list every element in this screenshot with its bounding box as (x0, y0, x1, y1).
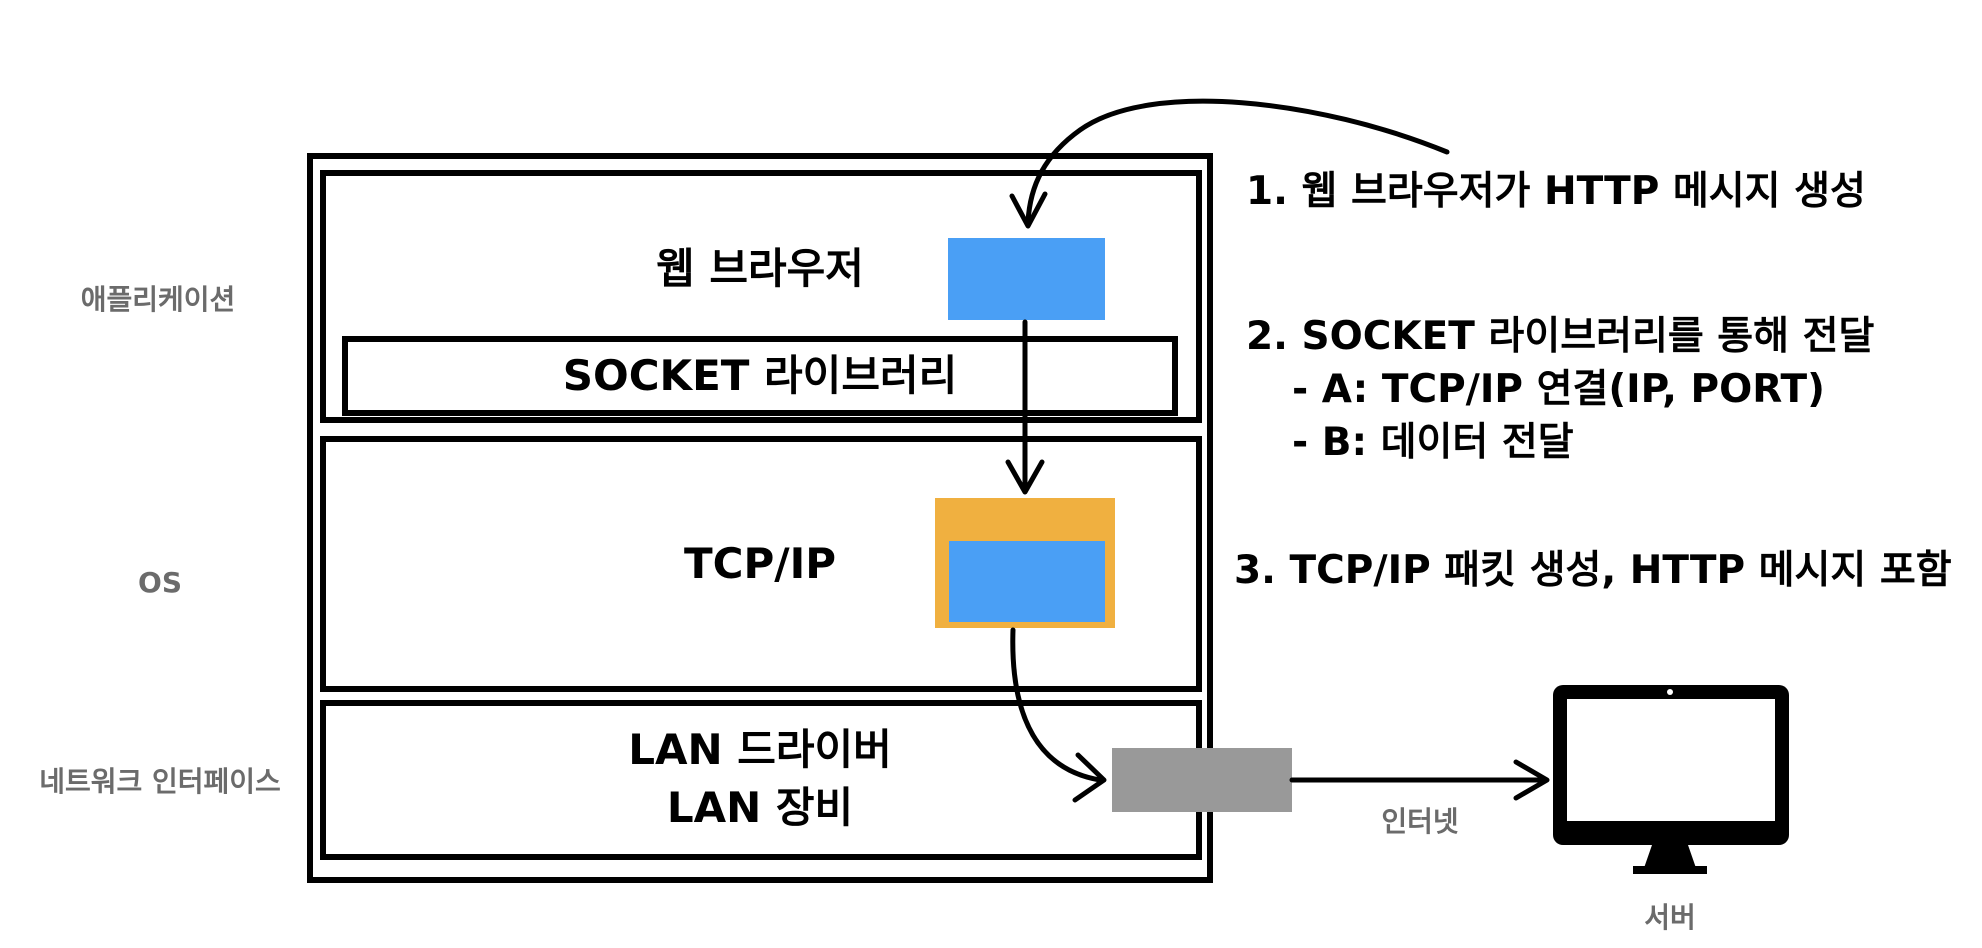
server-monitor-icon (1553, 685, 1789, 874)
arrow-to-server-head (1513, 759, 1550, 801)
host-stack-frame (307, 153, 1213, 883)
step-2b-text: - B: 데이터 전달 (1292, 420, 1574, 465)
step-1-text: 1. 웹 브라우저가 HTTP 메시지 생성 (1246, 169, 1866, 214)
http-message-in-packet-block (949, 541, 1105, 622)
web-browser-label: 웹 브라우저 (656, 244, 864, 293)
label-application: 애플리케이션 (80, 283, 236, 316)
label-os: OS (138, 566, 182, 599)
lan-device-label: LAN 장비 (666, 783, 854, 832)
tcp-ip-label: TCP/IP (683, 539, 836, 588)
server-label: 서버 (1644, 901, 1696, 934)
socket-library-box (342, 336, 1178, 416)
step-2-text: 2. SOCKET 라이브러리를 통해 전달 (1246, 314, 1875, 359)
os-layer-box (320, 436, 1202, 692)
step-3-text: 3. TCP/IP 패킷 생성, HTTP 메시지 포함 (1234, 548, 1952, 593)
lan-frame-block (1112, 748, 1292, 812)
application-layer-box (320, 170, 1202, 423)
step-2a-text: - A: TCP/IP 연결(IP, PORT) (1292, 367, 1825, 412)
internet-label: 인터넷 (1381, 805, 1459, 838)
http-message-block (948, 238, 1105, 320)
label-network-interface: 네트워크 인터페이스 (39, 765, 281, 798)
lan-driver-label: LAN 드라이버 (628, 725, 892, 774)
socket-library-label: SOCKET 라이브러리 (562, 351, 958, 400)
